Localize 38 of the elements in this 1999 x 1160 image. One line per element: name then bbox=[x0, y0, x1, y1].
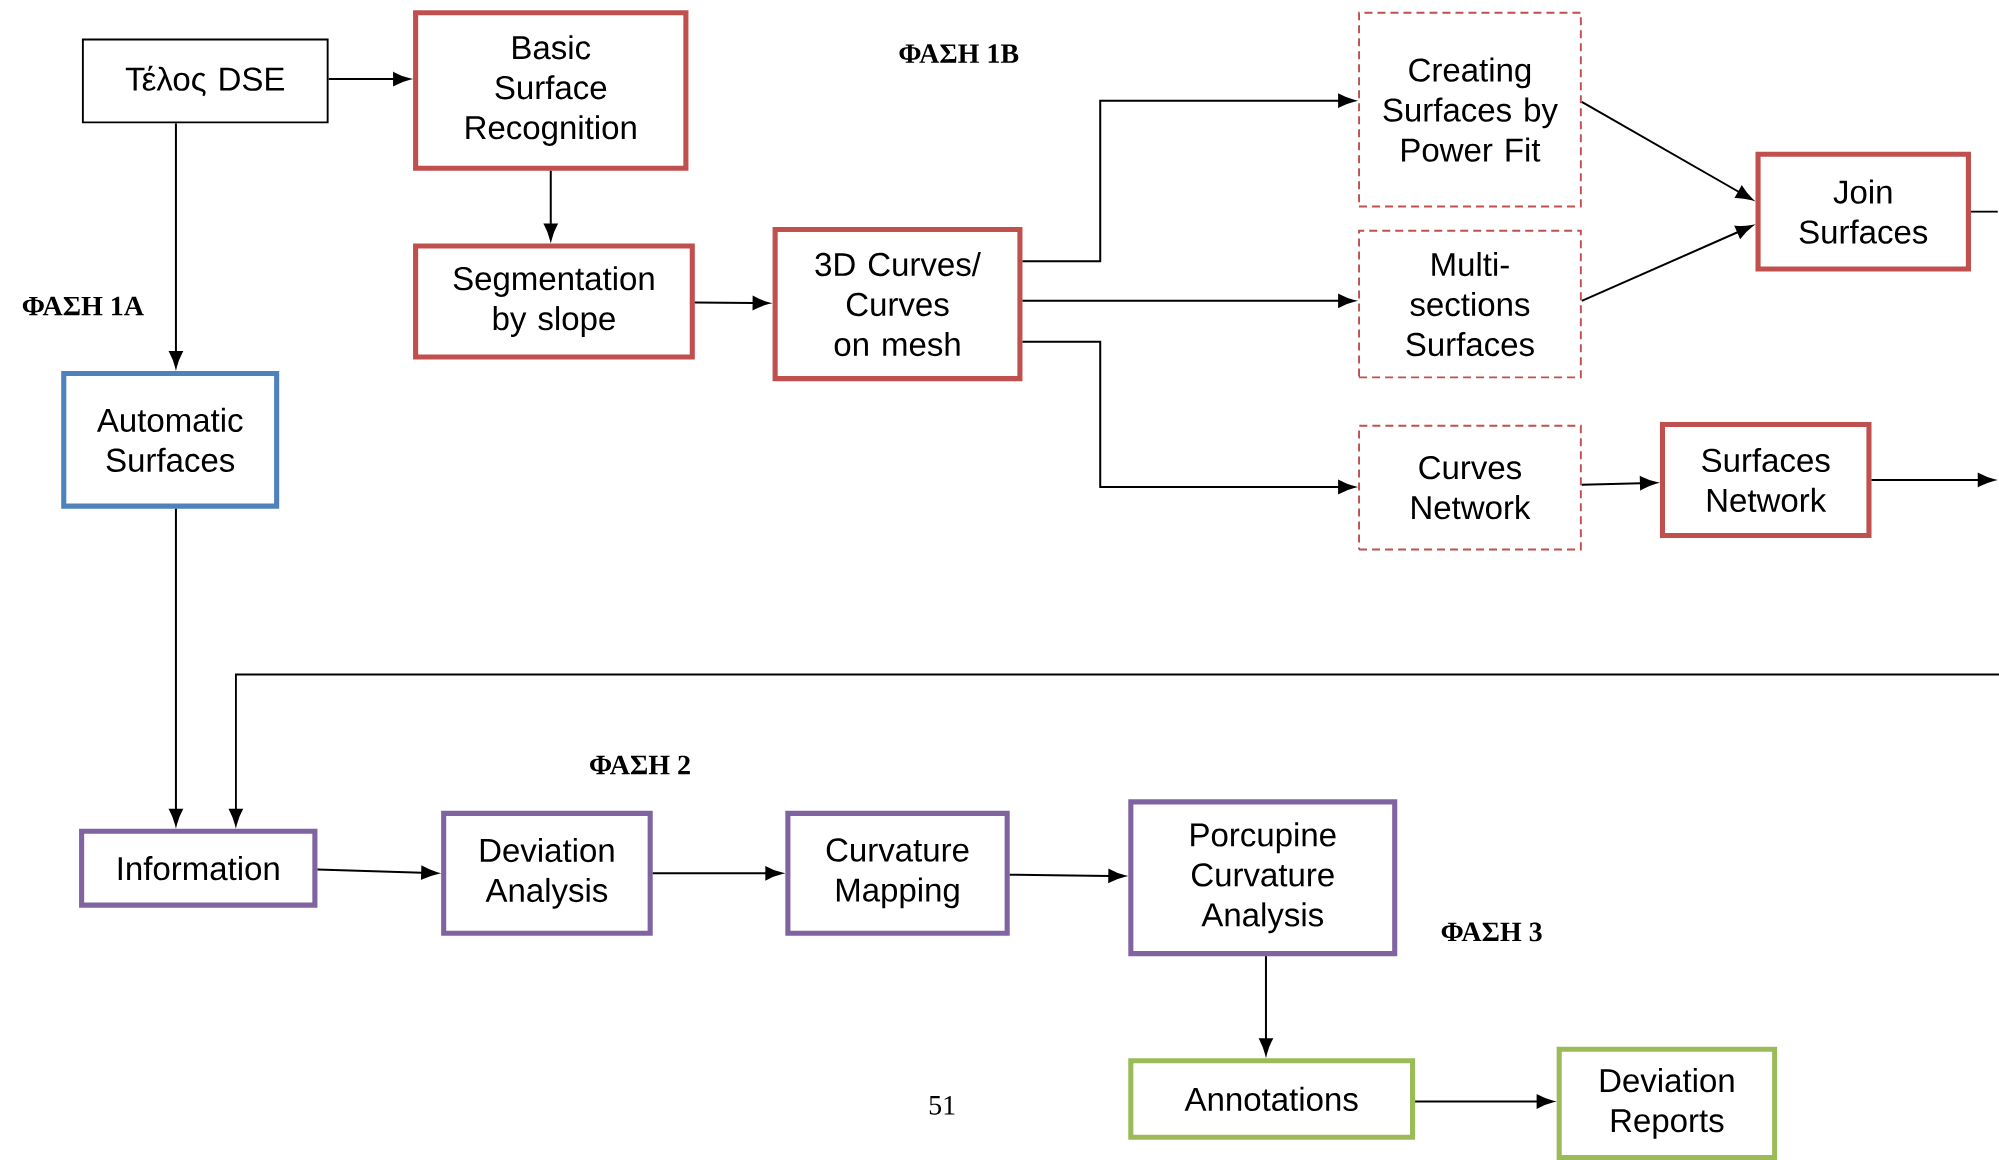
arrow bbox=[544, 169, 558, 241]
process-box: Join Surfaces bbox=[1755, 151, 1971, 272]
process-box: Surfaces Network bbox=[1659, 421, 1872, 538]
arrow bbox=[693, 296, 770, 310]
arrow bbox=[1580, 476, 1657, 490]
arrow bbox=[1021, 294, 1355, 308]
process-box: Multi-sections Surfaces bbox=[1358, 229, 1582, 379]
arrow bbox=[1870, 473, 1995, 487]
arrow bbox=[1021, 340, 1355, 494]
process-box: Annotations bbox=[1128, 1058, 1416, 1140]
phase-label: ΦΑΣΗ 2 bbox=[590, 755, 690, 775]
arrow bbox=[169, 507, 183, 826]
process-box: Automatic Surfaces bbox=[61, 370, 280, 509]
arrow bbox=[1580, 100, 1753, 201]
process-box: Curvature Mapping bbox=[785, 810, 1010, 936]
phase-label: ΦΑΣΗ 3 bbox=[1441, 922, 1542, 942]
process-box: Basic Surface Recognition bbox=[413, 10, 689, 171]
arrow bbox=[1580, 225, 1753, 302]
arrow bbox=[316, 865, 438, 880]
arrow bbox=[1008, 869, 1126, 883]
process-box: Segmentation by slope bbox=[413, 243, 695, 360]
process-box: Curves Network bbox=[1358, 424, 1582, 551]
process-box: Information bbox=[79, 828, 318, 908]
arrow bbox=[1021, 93, 1355, 263]
process-box: 3D Curves/ Curves on mesh bbox=[772, 226, 1023, 382]
phase-label: ΦΑΣΗ 1Β bbox=[899, 44, 1019, 63]
arrow bbox=[1259, 955, 1273, 1055]
page-number: 51 bbox=[929, 1095, 955, 1115]
process-box: Deviation Analysis bbox=[441, 810, 653, 936]
arrow bbox=[229, 673, 1999, 826]
process-box: Deviation Reports bbox=[1556, 1046, 1778, 1160]
arrow bbox=[651, 866, 783, 880]
process-box: Τέλος DSE bbox=[81, 38, 329, 124]
process-box: Porcupine Curvature Analysis bbox=[1128, 799, 1398, 957]
arrow bbox=[169, 122, 183, 368]
phase-label: ΦΑΣΗ 1Α bbox=[22, 296, 144, 316]
process-box: Creating Surfaces by Power Fit bbox=[1358, 11, 1582, 208]
arrow bbox=[327, 72, 410, 86]
